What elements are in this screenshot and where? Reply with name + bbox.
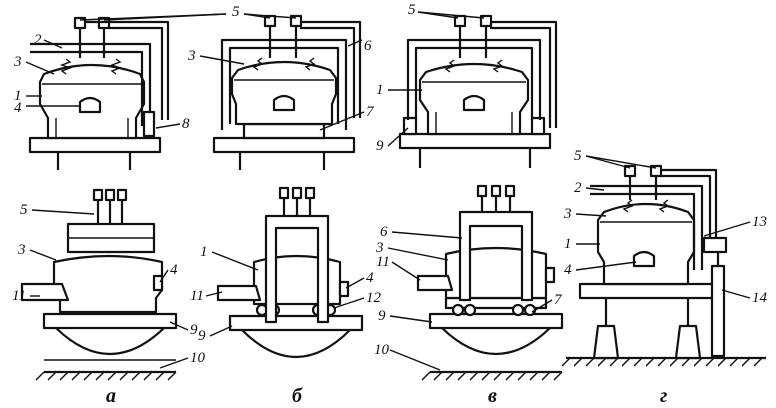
spout-11 <box>216 284 262 302</box>
furnace-b-top <box>212 14 362 170</box>
label-11: 11 <box>12 288 26 304</box>
furnace-a-bottom <box>20 188 178 381</box>
furnace-v-top <box>398 14 558 168</box>
label-1: 1 <box>564 236 572 252</box>
door-4 <box>152 274 164 292</box>
label-1: 1 <box>14 88 22 104</box>
label-9: 9 <box>376 138 384 154</box>
label-4: 4 <box>170 262 178 278</box>
cylinder-14 <box>710 264 726 358</box>
label-3: 3 <box>13 54 22 70</box>
platform <box>578 282 722 300</box>
label-3: 3 <box>17 242 26 258</box>
door-4 <box>338 280 350 298</box>
bracket <box>702 236 728 254</box>
base-plate <box>28 136 162 154</box>
label-1: 1 <box>376 82 384 98</box>
cradle-9 <box>42 312 178 330</box>
label-5: 5 <box>20 202 28 218</box>
label-8: 8 <box>182 116 190 132</box>
label-11: 11 <box>376 254 390 270</box>
furnace-g <box>561 164 766 367</box>
roof-arm <box>30 42 152 126</box>
label-9: 9 <box>190 322 198 338</box>
furnace-v-bottom <box>416 184 564 381</box>
leader-lines <box>25 11 751 371</box>
label-11: 11 <box>190 288 204 304</box>
label-9: 9 <box>378 308 386 324</box>
label-4: 4 <box>366 270 374 286</box>
caption-b: б <box>292 385 303 407</box>
furnace-body <box>596 202 696 286</box>
label-2: 2 <box>34 32 42 48</box>
label-4: 4 <box>14 100 22 116</box>
cradle-9 <box>228 314 364 332</box>
roof-arm-2 <box>590 184 704 270</box>
label-13: 13 <box>752 214 767 230</box>
portal-6 <box>458 210 534 302</box>
label-7: 7 <box>366 104 375 120</box>
caption-g: г <box>660 385 667 407</box>
support <box>674 324 702 360</box>
portal <box>406 38 542 120</box>
label-5: 5 <box>574 148 582 164</box>
label-7: 7 <box>554 292 563 308</box>
furnace-door <box>632 250 656 268</box>
label-1: 1 <box>200 244 208 260</box>
cradle-9 <box>428 312 564 330</box>
caption-v: в <box>488 385 497 407</box>
furnace-body <box>52 254 164 314</box>
label-9: 9 <box>198 328 206 344</box>
furnace-a-top <box>28 16 170 170</box>
label-5: 5 <box>232 4 240 20</box>
label-4: 4 <box>564 262 572 278</box>
label-2: 2 <box>574 180 582 196</box>
label-3: 3 <box>375 240 384 256</box>
spout-11 <box>20 282 70 302</box>
caption-a: а <box>106 385 116 407</box>
portal-6 <box>220 38 348 130</box>
label-10: 10 <box>374 342 390 358</box>
label-3: 3 <box>187 48 196 64</box>
label-12: 12 <box>366 290 382 306</box>
rollers-7 <box>242 122 326 140</box>
base-plate <box>398 132 552 150</box>
column <box>142 110 156 138</box>
furnace-door <box>462 94 486 112</box>
label-6: 6 <box>364 38 372 54</box>
label-6: 6 <box>380 224 388 240</box>
spout-11 <box>416 274 454 292</box>
label-3: 3 <box>563 206 572 222</box>
label-5: 5 <box>408 2 416 18</box>
label-10: 10 <box>190 350 206 366</box>
furnace-b-bottom <box>216 186 364 359</box>
furnace-body <box>230 60 338 126</box>
furnace-door <box>78 96 102 114</box>
label-14: 14 <box>752 290 768 306</box>
support <box>592 324 620 360</box>
furnace-door <box>272 94 296 112</box>
base-plate <box>212 136 356 154</box>
portal-6 <box>264 214 330 324</box>
